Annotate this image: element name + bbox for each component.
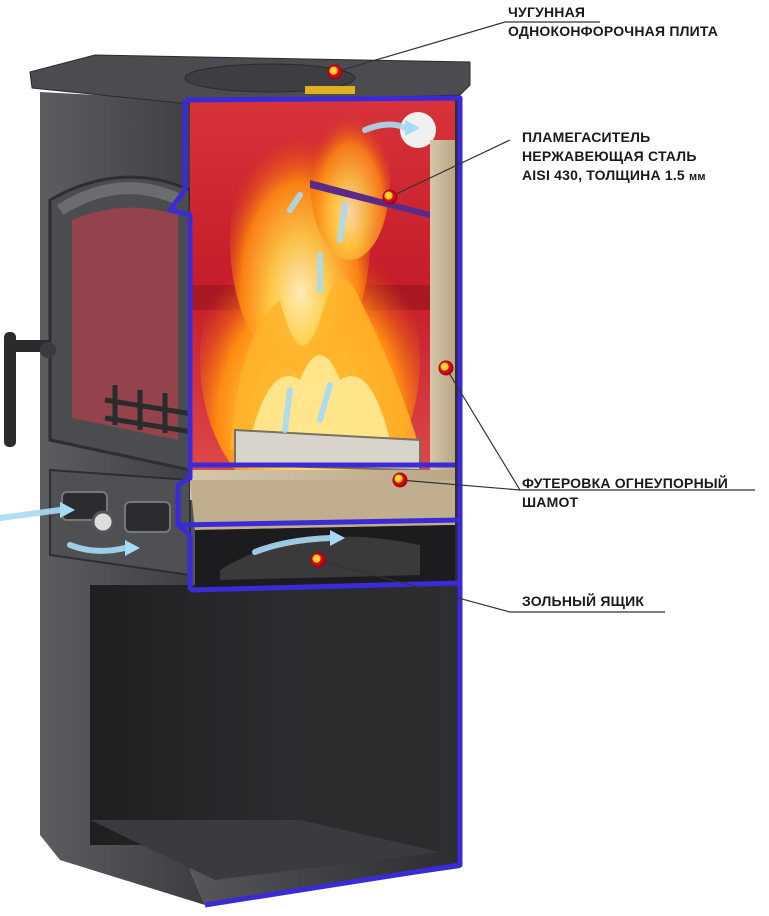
door-glass	[72, 207, 178, 440]
callout-baffle-line3-main: AISI 430, ТОЛЩИНА 1.5	[522, 167, 690, 183]
marker-dot-icon	[382, 189, 398, 205]
callout-baffle-line3: AISI 430, ТОЛЩИНА 1.5 мм	[522, 166, 706, 187]
callout-cooktop-line1: ЧУГУННАЯ	[508, 4, 586, 20]
door-handle-icon	[4, 332, 56, 447]
leader-lining-2	[399, 479, 521, 491]
chamotte-back-wall	[430, 140, 455, 480]
air-vent-right	[124, 501, 171, 533]
storage-niche-floor	[90, 820, 440, 880]
door-arch	[56, 182, 183, 216]
leader-cooktop	[334, 21, 600, 73]
callout-lining-line1: ФУТЕРОВКА ОГНЕУПОРНЫЙ	[522, 475, 729, 491]
chamotte-floor-front	[190, 480, 455, 530]
cooktop-burner	[184, 63, 356, 93]
air-flow-arrow-icon	[0, 121, 408, 555]
leader-lining-1	[445, 367, 755, 491]
callout-baffle-line1: ПЛАМЕГАСИТЕЛЬ	[522, 129, 651, 145]
callout-ashbox-line1: ЗОЛЬНЫЙ ЯЩИК	[522, 593, 645, 609]
callout-ashbox: ЗОЛЬНЫЙ ЯЩИК	[522, 592, 644, 611]
leader-baffle	[389, 139, 511, 198]
leader-ashbox	[317, 559, 665, 613]
callout-baffle-line3-unit: мм	[689, 171, 706, 183]
air-control-knob	[91, 510, 115, 534]
callout-lining-line2: ШАМОТ	[522, 494, 579, 510]
cooktop-hot-edge	[305, 86, 355, 94]
flame-baffle	[310, 180, 430, 218]
storage-niche	[90, 585, 300, 845]
storage-niche-side	[300, 585, 440, 852]
flue-opening	[400, 112, 436, 148]
callout-cooktop: ЧУГУННАЯ ОДНОКОНФОРОЧНАЯ ПЛИТА	[508, 3, 718, 41]
marker-dots	[310, 64, 454, 568]
section-outline	[167, 95, 463, 908]
marker-dot-icon	[327, 64, 343, 80]
air-flow-arrowheads	[60, 120, 420, 556]
callout-baffle: ПЛАМЕГАСИТЕЛЬ НЕРЖАВЕЮЩАЯ СТАЛЬ AISI 430…	[522, 128, 706, 187]
marker-dot-icon	[310, 552, 326, 568]
callout-baffle-line2: НЕРЖАВЕЮЩАЯ СТАЛЬ	[522, 148, 697, 164]
marker-dot-icon	[392, 472, 408, 488]
callout-cooktop-line2: ОДНОКОНФОРОЧНАЯ ПЛИТА	[508, 23, 719, 39]
callout-lining: ФУТЕРОВКА ОГНЕУПОРНЫЙ ШАМОТ	[522, 474, 728, 512]
leader-lines	[317, 21, 755, 613]
marker-dot-icon	[438, 360, 454, 376]
